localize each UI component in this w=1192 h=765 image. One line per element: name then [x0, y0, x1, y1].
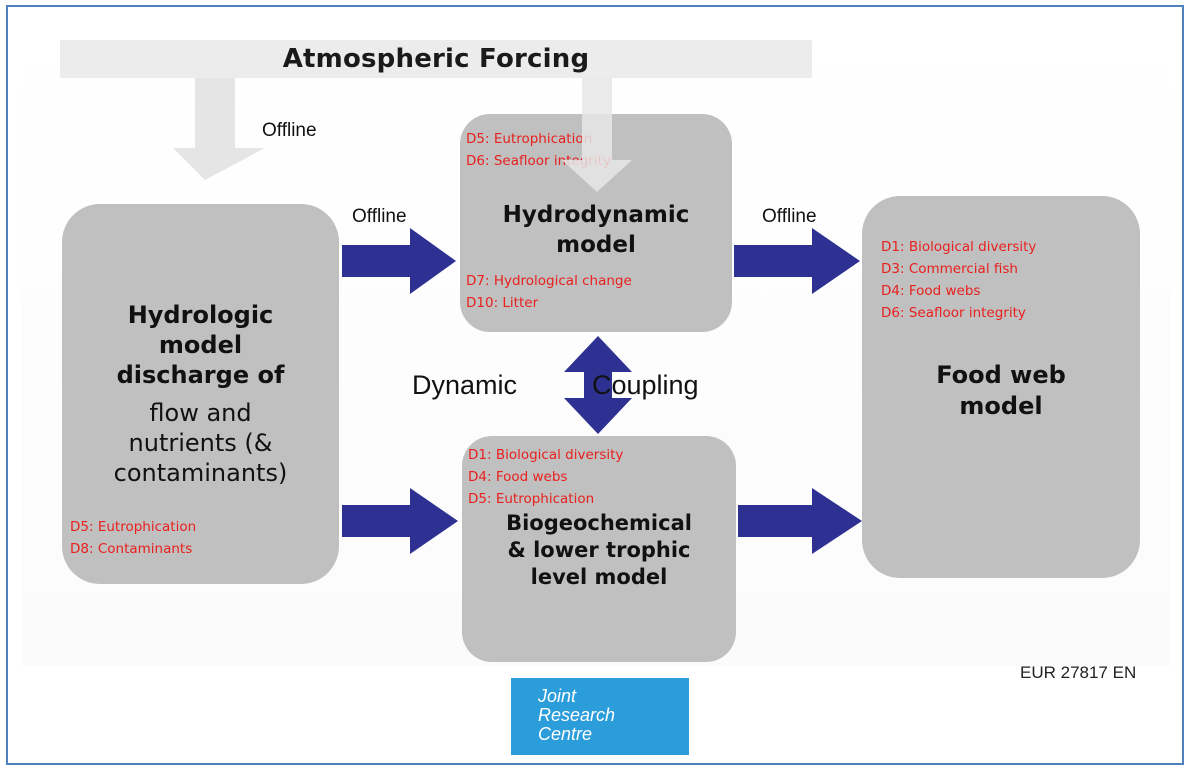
logo-line1: Joint — [538, 686, 577, 706]
descriptor-item: D7: Hydrological change — [466, 273, 632, 289]
arrow-hydrologic-to-hydrodynamic — [342, 228, 456, 294]
descriptor-item: D3: Commercial fish — [881, 261, 1018, 277]
arrow-dynamic-coupling — [564, 336, 632, 434]
biogeochemical-title-line2: & lower trophic — [507, 538, 691, 562]
descriptor-item: D5: Eutrophication — [468, 491, 595, 507]
descriptor-item: D10: Litter — [466, 295, 539, 311]
hydrologic-title-line1: Hydrologic — [127, 301, 274, 329]
descriptor-item: D8: Contaminants — [70, 541, 193, 557]
descriptor-item: D1: Biological diversity — [468, 447, 624, 463]
hydrologic-descriptors: D5: Eutrophication D8: Contaminants — [70, 516, 196, 560]
food-web-title-line2: model — [959, 392, 1043, 420]
offline-right-label: Offline — [762, 206, 817, 227]
hydrodynamic-descriptors-bottom: D7: Hydrological change D10: Litter — [466, 270, 632, 314]
arrow-hydrodynamic-to-foodweb — [734, 228, 860, 294]
arrow-hydrologic-to-biogeochemical — [342, 488, 458, 554]
coupling-label: Coupling — [592, 370, 699, 400]
center-forcing-arrow — [562, 78, 632, 192]
food-web-title: Food web model — [862, 360, 1140, 422]
descriptor-item: D4: Food webs — [468, 469, 568, 485]
hydrologic-model-box — [62, 204, 339, 584]
hydrologic-subtitle: flow and nutrients (& contaminants) — [62, 398, 339, 488]
report-id: EUR 27817 EN — [1020, 663, 1137, 682]
logo-line3: Centre — [538, 724, 593, 744]
dynamic-label: Dynamic — [412, 370, 518, 400]
descriptor-item: D5: Eutrophication — [70, 519, 197, 535]
descriptor-item: D5: Eutrophication — [466, 131, 593, 147]
biogeochemical-title-line1: Biogeochemical — [506, 511, 692, 535]
offline-left-label: Offline — [352, 206, 407, 227]
banner-label: Atmospheric Forcing — [282, 44, 590, 74]
biogeochemical-descriptors: D1: Biological diversity D4: Food webs D… — [468, 444, 623, 510]
left-forcing-arrow — [173, 78, 265, 180]
arrow-biogeochemical-to-foodweb — [738, 488, 862, 554]
atmospheric-forcing-banner: Atmospheric Forcing — [60, 40, 812, 78]
biogeochemical-title-line3: level model — [530, 565, 668, 589]
food-web-descriptors: D1: Biological diversity D3: Commercial … — [881, 236, 1036, 324]
hydrologic-title: Hydrologic model discharge of — [62, 300, 339, 390]
descriptor-item: D6: Seafloor integrity — [881, 305, 1026, 321]
food-web-title-line1: Food web — [936, 361, 1066, 389]
descriptor-item: D4: Food webs — [881, 283, 981, 299]
hydrodynamic-title-line1: Hydrodynamic — [502, 202, 690, 228]
logo-line2: Research — [538, 705, 616, 725]
biogeochemical-title: Biogeochemical & lower trophic level mod… — [462, 510, 736, 591]
hydrologic-sub-line1: flow and — [149, 399, 252, 427]
hydrologic-sub-line2: nutrients (& — [128, 429, 273, 457]
food-web-model-box — [862, 196, 1140, 578]
hydrologic-sub-line3: contaminants) — [113, 459, 288, 487]
hydrologic-title-line2: model — [158, 331, 243, 359]
biogeochemical-model-box — [462, 436, 736, 662]
hydrologic-title-line3: discharge of — [116, 361, 285, 389]
hydrodynamic-title: Hydrodynamic model — [460, 200, 732, 260]
hydrodynamic-title-line2: model — [556, 232, 636, 258]
jrc-logo: Joint Research Centre — [511, 678, 689, 755]
descriptor-item: D1: Biological diversity — [881, 239, 1037, 255]
offline-atmos-label: Offline — [262, 120, 317, 141]
